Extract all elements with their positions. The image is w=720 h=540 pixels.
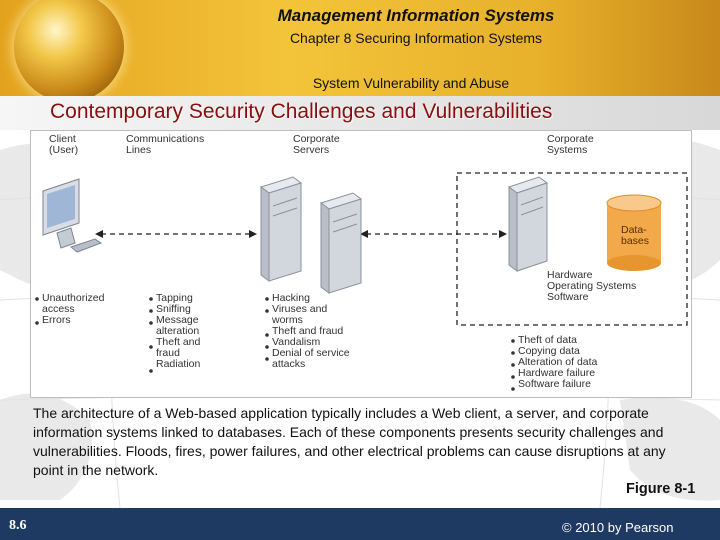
copyright: © 2010 by Pearson [562, 520, 674, 535]
server-threat-item: Viruses and worms [272, 303, 328, 326]
figure-caption: The architecture of a Web-based applicat… [33, 405, 666, 478]
globe-logo [14, 0, 124, 102]
comm-threat-item: Theft and fraud [156, 336, 201, 359]
title-band [0, 96, 720, 130]
server-threat-item: Denial of service attacks [272, 347, 350, 370]
server-threat-item: Vandalism [272, 336, 321, 348]
server-threat-item: Hacking [272, 292, 310, 304]
system-threat-item: Alteration of data [518, 356, 598, 368]
client-computer-icon [42, 178, 103, 253]
course-title: Management Information Systems [277, 6, 555, 25]
figure-reference: Figure 8-1 [626, 481, 696, 497]
corporate-systems-box [456, 172, 688, 326]
database-icon [606, 194, 662, 271]
client-threat-item: Errors [42, 314, 71, 326]
footer-bar [0, 508, 720, 540]
system-threat-item: Theft of data [518, 334, 577, 346]
communications-header: Communications Lines [126, 133, 205, 156]
communication-threats: Tapping Sniffing Message alteration Thef… [156, 293, 216, 370]
client-threats: Unauthorized access Errors [42, 293, 112, 326]
server-threats: Hacking Viruses and worms Theft and frau… [272, 293, 352, 370]
server-tower-icon-3 [507, 176, 549, 272]
databases-label: Data- bases [621, 224, 650, 247]
arrowhead-left-2 [360, 230, 368, 238]
arrowhead-right [249, 230, 257, 238]
servers-header: Corporate Servers [293, 133, 340, 156]
chapter-title: Chapter 8 Securing Information Systems [289, 30, 543, 46]
section-title: System Vulnerability and Abuse [312, 75, 510, 91]
arrowhead-right-2 [499, 230, 507, 238]
server-threat-item: Theft and fraud [272, 325, 344, 337]
slide-title: Contemporary Security Challenges and Vul… [50, 100, 553, 123]
client-threat-item: Unauthorized access [42, 292, 105, 315]
system-threats: Theft of data Copying data Alteration of… [518, 335, 597, 390]
system-threat-item: Hardware failure [518, 367, 596, 379]
comm-threat-item: Sniffing [156, 303, 191, 315]
comm-threat-item: Message alteration [156, 314, 200, 337]
server-tower-icon-2 [319, 192, 363, 294]
architecture-diagram [35, 172, 688, 391]
comm-threat-item: Radiation [156, 358, 201, 370]
arrowhead-left [95, 230, 103, 238]
comm-threat-item: Tapping [156, 292, 193, 304]
slide-number: 8.6 [9, 518, 27, 533]
system-threat-item: Software failure [518, 378, 591, 390]
server-tower-icon-1 [259, 176, 303, 282]
client-header: Client (User) [49, 133, 79, 156]
systems-components: Hardware Operating Systems Software [547, 269, 637, 303]
systems-header: Corporate Systems [547, 133, 594, 156]
system-threat-item: Copying data [518, 345, 580, 357]
architecture-figure: Client (User) Communications Lines Corpo… [30, 130, 692, 398]
